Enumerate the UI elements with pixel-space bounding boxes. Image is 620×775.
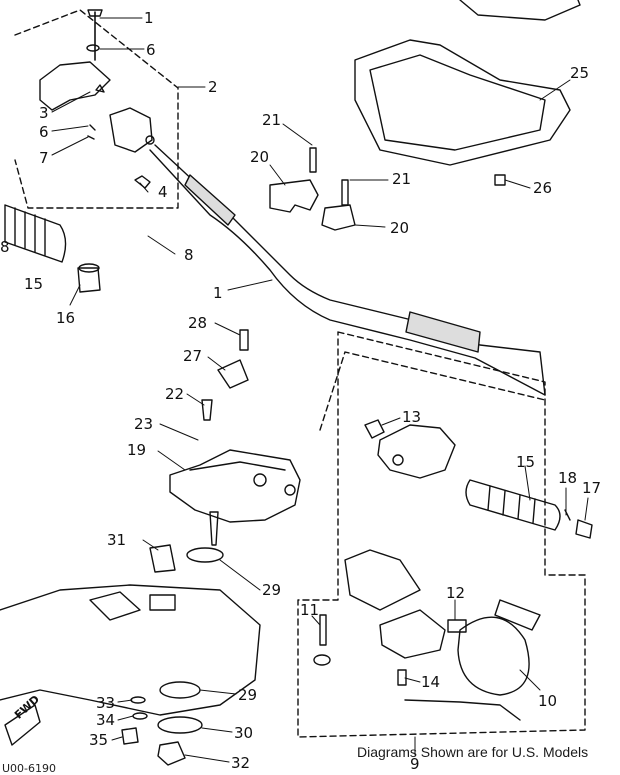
part-label-21b: 21 (392, 170, 412, 188)
part-label-16: 16 (56, 309, 76, 327)
diagram-caption: Diagrams Shown are for U.S. Models (357, 744, 589, 760)
part-label-14: 14 (421, 673, 441, 691)
drawing-code: U00-6190 (2, 762, 57, 775)
part-label-6b: 6 (39, 123, 49, 141)
part-label-5: 1 (144, 9, 154, 27)
part-label-28: 28 (188, 314, 208, 332)
part-label-21a: 21 (262, 111, 282, 129)
part-label-20a: 20 (250, 148, 270, 166)
mount-plate (169, 329, 301, 563)
part-label-27: 27 (183, 347, 203, 365)
part-label-15a: 15 (24, 275, 44, 293)
part-label-6a: 6 (146, 41, 156, 59)
upper-housing (354, 0, 581, 186)
part-label-8a: 8 (0, 238, 10, 256)
handlebar (149, 144, 546, 396)
left-grip (4, 204, 101, 293)
assembly-box-9 (297, 331, 586, 738)
part-label-4: 4 (158, 183, 168, 201)
switch-housing (313, 419, 541, 721)
assembly-box-2 (14, 9, 179, 209)
part-label-10: 10 (538, 692, 558, 710)
part-label-29a: 29 (262, 581, 282, 599)
part-label-18: 18 (558, 469, 578, 487)
part-label-23: 23 (134, 415, 154, 433)
part-label-25: 25 (570, 64, 590, 82)
part-label-26: 26 (533, 179, 553, 197)
part-label-8b: 8 (184, 246, 194, 264)
part-label-7: 7 (39, 149, 49, 167)
part-label-32: 31 (107, 531, 127, 549)
part-label-3: 3 (39, 104, 49, 122)
part-label-30: 30 (234, 724, 254, 742)
part-label-33: 33 (96, 694, 116, 712)
lower-body (0, 544, 261, 766)
part-label-9: 9 (410, 755, 420, 773)
part-label-12: 12 (446, 584, 466, 602)
lever-assembly (39, 9, 155, 189)
part-label-15b: 15 (516, 453, 536, 471)
part-label-19: 19 (127, 441, 147, 459)
assembly-box-inner (319, 351, 546, 431)
part-label-29b: 29 (238, 686, 258, 704)
part-label-17: 17 (582, 479, 602, 497)
part-label-20b: 20 (390, 219, 410, 237)
riser-clamps (269, 147, 356, 231)
part-label-34: 34 (96, 711, 116, 729)
part-label-22: 22 (165, 385, 185, 403)
leader-lines (51, 17, 589, 763)
part-label-31: 32 (231, 754, 251, 772)
part-label-2: 2 (208, 78, 218, 96)
part-label-35: 35 (89, 731, 109, 749)
part-label-11: 11 (300, 601, 320, 619)
part-label-13: 13 (402, 408, 422, 426)
right-grip (465, 479, 593, 539)
part-label-1: 1 (213, 284, 223, 302)
